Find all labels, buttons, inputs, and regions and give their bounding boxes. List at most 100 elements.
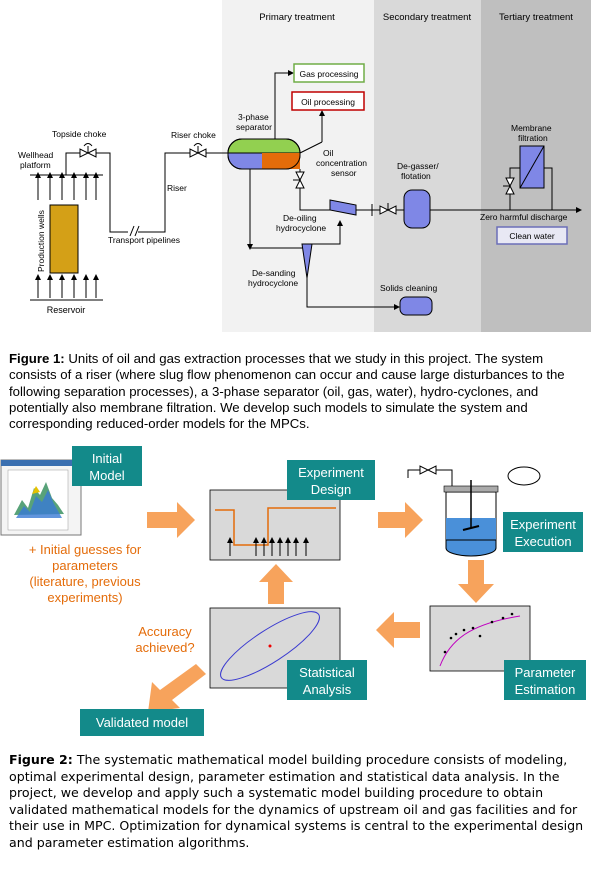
solids-cleaning-label: Solids cleaning (380, 283, 437, 293)
figure-1-process-diagram: Primary treatment Secondary treatment Te… (18, 0, 591, 332)
statistical-analysis-box (287, 660, 367, 700)
accuracy-line-1: Accuracy (138, 624, 192, 639)
membrane-diagonal (519, 145, 545, 189)
validated-model-label: Validated model (96, 715, 188, 730)
experiment-design-box (287, 460, 375, 500)
desanding-hydrocyclone (301, 243, 313, 279)
experiment-execution-box (503, 512, 583, 552)
discharge-arrow (576, 207, 582, 213)
arrow-back-to-design (259, 564, 293, 604)
degasser-label-2: flotation (401, 171, 431, 181)
arrow-to-design (147, 502, 195, 538)
tertiary-treatment-label: Tertiary treatment (499, 12, 573, 23)
solids-arrow (394, 304, 400, 310)
reservoir-arrows (37, 278, 97, 298)
figure-2-caption-text: The systematic mathematical model buildi… (9, 752, 584, 850)
gas-arrow (288, 70, 294, 76)
wellhead-arrowheads (35, 172, 99, 178)
oil-conc-label-1: Oil (323, 148, 334, 158)
figure-2-caption-label: Figure 2: (9, 752, 73, 767)
riser-choke-handle (193, 143, 203, 147)
figure-1-caption-text: Units of oil and gas extraction processe… (9, 351, 565, 432)
initial-model-box (72, 446, 142, 486)
topside-choke-handle (83, 143, 93, 147)
production-wells (49, 204, 79, 274)
wellhead-label-2: platform (20, 160, 51, 170)
underflow-arrow (247, 244, 253, 250)
oil-processing-label: Oil processing (301, 97, 355, 107)
experiment-execution-label-2: Execution (514, 534, 571, 549)
oil-conc-label-3: sensor (331, 168, 357, 178)
design-input-signal (215, 507, 336, 546)
experiment-design-label-2: Design (311, 482, 351, 497)
primary-treatment-label: Primary treatment (259, 12, 335, 23)
figure-1-caption-label: Figure 1: (9, 351, 65, 366)
riser-choke-label: Riser choke (171, 130, 216, 140)
deoiling-hydrocyclone (329, 199, 357, 216)
figure-1-caption: Figure 1: Units of oil and gas extractio… (9, 351, 594, 432)
pipe-break-1 (129, 225, 135, 237)
three-phase-label-1: 3-phase (238, 112, 269, 122)
experiment-execution-label-1: Experiment (510, 517, 576, 532)
production-wells-label: Production wells (36, 210, 46, 272)
initial-model-label-1: Initial (92, 451, 122, 466)
membrane-pipe (509, 167, 520, 210)
estimate-point (268, 644, 272, 648)
riser-label: Riser (167, 183, 187, 193)
gas-line (274, 72, 292, 139)
secondary-treatment-zone (374, 0, 481, 332)
three-phase-label-2: separator (236, 122, 272, 132)
deoiling-label-2: hydrocyclone (276, 223, 326, 233)
guesses-line-1: + Initial guesses for (29, 542, 142, 557)
degasser-label-1: De-gasser/ (397, 161, 439, 171)
wellhead-label-1: Wellhead (18, 150, 54, 160)
three-phase-separator (227, 138, 301, 170)
parameter-estimation-label-2: Estimation (515, 682, 576, 697)
sampling-arrowheads (227, 537, 309, 543)
oil-processing-box (291, 91, 365, 111)
oil-conc-label-2: concentration (316, 158, 367, 168)
initial-model-screenshot (0, 459, 82, 536)
degasser-vessel (403, 189, 431, 229)
statistical-analysis-label-2: Analysis (303, 682, 352, 697)
arrow-to-execution (378, 502, 423, 538)
oil-outlet (299, 141, 323, 154)
experiment-design-label-1: Experiment (298, 465, 364, 480)
accuracy-line-2: achieved? (135, 640, 194, 655)
topside-choke-label: Topside choke (52, 129, 107, 139)
experiment-design-panel (209, 489, 341, 561)
solids-cleaning-vessel (399, 296, 433, 316)
arrow-to-validated (148, 664, 206, 712)
transport-pipelines-label: Transport pipelines (108, 235, 180, 245)
oil-arrow (319, 110, 325, 116)
pipe-break-2 (134, 225, 140, 237)
clean-water-label: Clean water (509, 231, 555, 241)
guesses-line-3: (literature, previous (29, 574, 141, 589)
desanding-label-1: De-sanding (252, 268, 296, 278)
clean-water-box (496, 226, 568, 245)
transport-pipe (138, 152, 190, 233)
topside-pipe (65, 152, 128, 233)
desanding-label-2: hydrocyclone (248, 278, 298, 288)
reactor-vessel (407, 465, 541, 557)
secondary-treatment-label: Secondary treatment (383, 12, 472, 23)
estimation-data-points (443, 612, 514, 654)
parameter-estimation-label-1: Parameter (515, 665, 576, 680)
desanding-overflow-arrow (337, 220, 343, 226)
zero-discharge-label: Zero harmful discharge (480, 212, 568, 222)
figure-2-model-building-diagram: Initial Model + Initial guesses for para… (0, 446, 586, 736)
guesses-line-4: experiments) (47, 590, 122, 605)
confidence-ellipse (220, 611, 320, 681)
arrow-to-statistical (376, 612, 420, 648)
estimation-fit-curve (439, 615, 521, 667)
desanding-overflow (312, 222, 341, 245)
wellhead-risers (37, 175, 97, 200)
guesses-line-2: parameters (52, 558, 118, 573)
statistical-analysis-label-1: Statistical (299, 665, 355, 680)
membrane-label-1: Membrane (511, 123, 552, 133)
reservoir-label: Reservoir (47, 305, 86, 315)
gas-processing-label: Gas processing (299, 69, 358, 79)
parameter-estimation-box (504, 660, 586, 700)
validated-model-box (80, 709, 204, 736)
figure-2-caption: Figure 2: The systematic mathematical mo… (9, 752, 594, 852)
